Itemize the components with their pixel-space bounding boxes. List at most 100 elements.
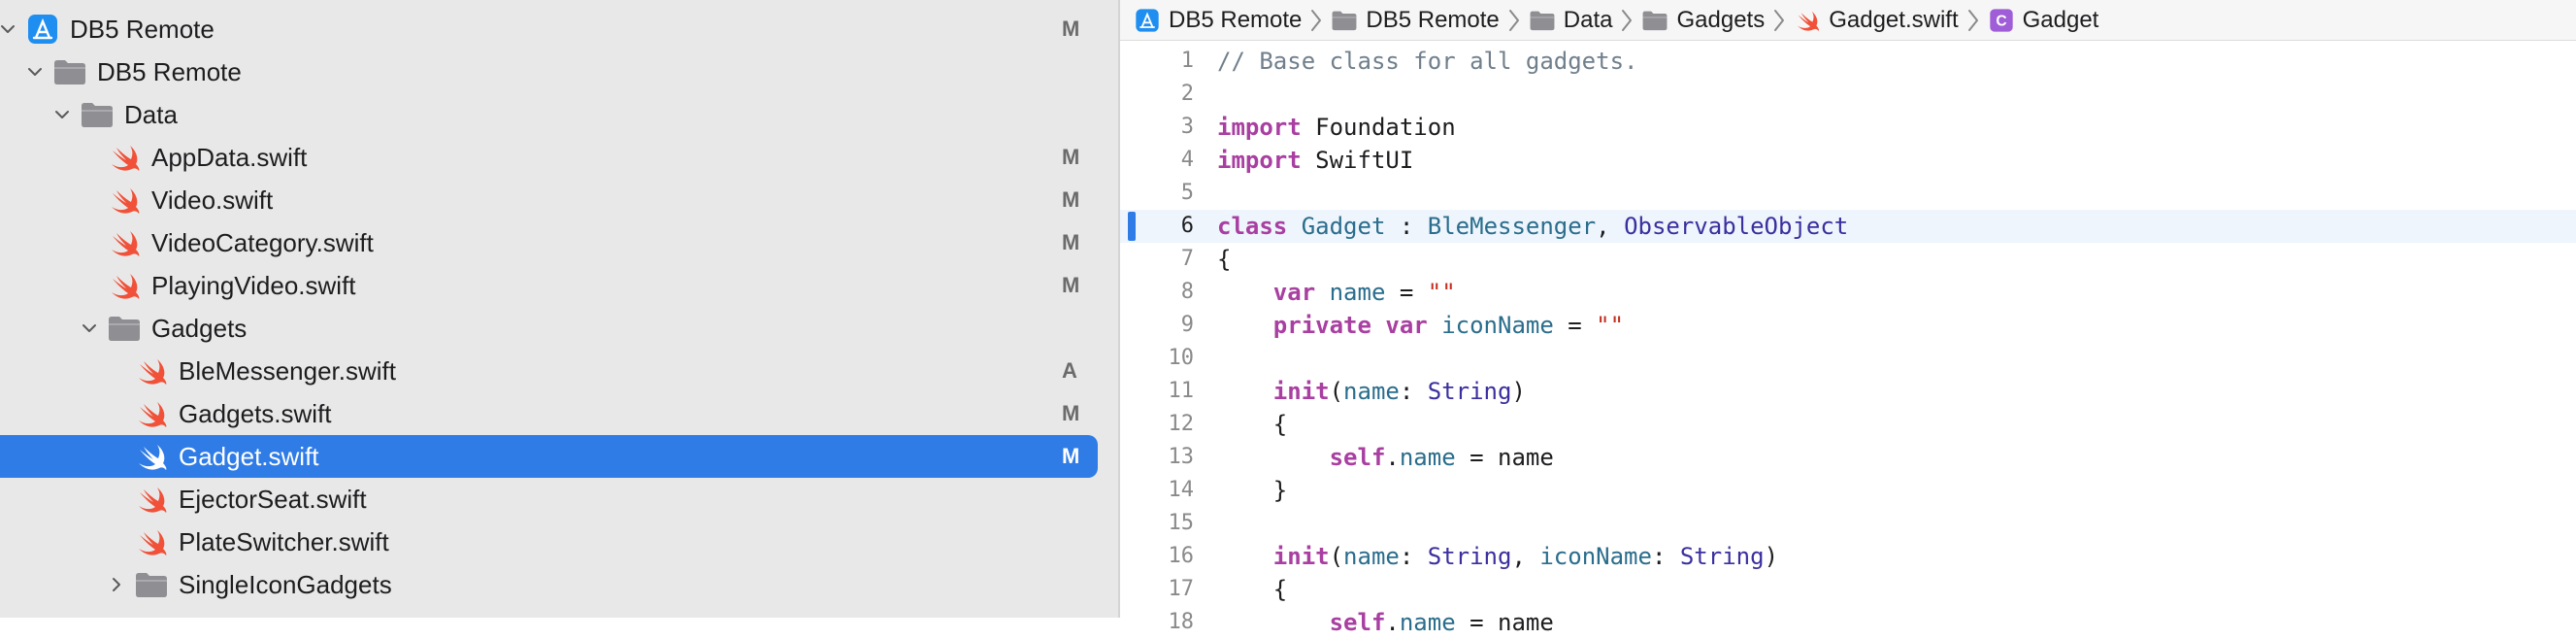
chevron-down-icon[interactable] (27, 64, 43, 80)
code-token-plain: { (1217, 411, 1288, 438)
line-number: 3 (1180, 115, 1194, 139)
chevron-down-icon[interactable] (82, 320, 97, 336)
code-token-plain (1217, 444, 1330, 471)
code-line[interactable]: 14 } (1120, 474, 2576, 507)
code-token-plain (1315, 279, 1329, 306)
code-text: private var iconName = "" (1217, 309, 1624, 342)
line-number: 11 (1168, 379, 1195, 403)
line-number: 7 (1180, 247, 1194, 271)
swift-file-icon (134, 485, 169, 514)
code-token-plain: , (1596, 213, 1625, 240)
pane-divider[interactable] (1118, 0, 1120, 618)
navigator-row[interactable]: PlateSwitcher.swift (0, 521, 1118, 563)
navigator-row[interactable]: Data (0, 93, 1118, 136)
breadcrumb-item[interactable]: Gadgets (1641, 7, 1765, 34)
chevron-down-icon[interactable] (0, 21, 16, 37)
code-token-kw: init (1272, 543, 1330, 570)
code-token-plain: : (1385, 213, 1428, 240)
folder-icon (80, 100, 115, 129)
code-line[interactable]: 7{ (1120, 243, 2576, 276)
chevron-spacer (82, 150, 97, 165)
code-line[interactable]: 2 (1120, 78, 2576, 111)
code-line[interactable]: 13 self.name = name (1120, 441, 2576, 474)
chevron-spacer (82, 278, 97, 293)
code-token-plain: Foundation (1301, 114, 1456, 141)
code-token-ident: iconName (1441, 312, 1554, 339)
app-icon (1134, 8, 1161, 33)
code-line[interactable]: 17 { (1120, 573, 2576, 606)
code-line[interactable]: 16 init(name: String, iconName: String) (1120, 540, 2576, 573)
jump-bar: DB5 Remote DB5 Remote Data Gadgets Gadget.sw… (1120, 0, 2576, 41)
source-control-status: M (1062, 230, 1080, 254)
breadcrumb-item[interactable]: DB5 Remote (1134, 7, 1302, 34)
swift-file-icon (107, 143, 142, 172)
navigator-row[interactable]: DB5 Remote (0, 50, 1118, 93)
folder-icon (1641, 8, 1668, 33)
chevron-down-icon[interactable] (54, 107, 70, 122)
code-token-plain (1428, 312, 1441, 339)
line-number: 17 (1168, 577, 1195, 601)
code-token-ident: iconName (1539, 543, 1652, 570)
breadcrumb-label: Gadget (2022, 6, 2099, 33)
code-token-cmt: // Base class for all gadgets. (1217, 48, 1638, 75)
navigator-row-label: PlateSwitcher.swift (179, 526, 389, 556)
code-line[interactable]: 10 (1120, 342, 2576, 375)
code-text: // Base class for all gadgets. (1217, 45, 1637, 78)
code-token-plain: { (1217, 246, 1232, 273)
folder-icon (1331, 8, 1358, 33)
swift-file-icon (107, 185, 142, 215)
navigator-row[interactable]: SingleIconGadgets (0, 563, 1118, 606)
swift-file-icon (1794, 8, 1821, 33)
code-line[interactable]: 8 var name = "" (1120, 276, 2576, 309)
code-line[interactable]: 18 self.name = name (1120, 606, 2576, 639)
source-editor[interactable]: DB5 Remote DB5 Remote Data Gadgets Gadget.sw… (1120, 0, 2576, 636)
code-token-plain: } (1217, 477, 1288, 504)
code-line[interactable]: 9 private var iconName = "" (1120, 309, 2576, 342)
code-line[interactable]: 15 (1120, 507, 2576, 540)
code-token-kw: var (1272, 279, 1316, 306)
code-line[interactable]: 12 { (1120, 408, 2576, 441)
swift-file-icon (134, 399, 169, 428)
app-icon (25, 15, 60, 44)
breadcrumb-item[interactable]: Data (1529, 7, 1612, 34)
code-text: class Gadget : BleMessenger, ObservableO… (1217, 210, 1848, 243)
code-token-plain: = (1553, 312, 1597, 339)
navigator-row-label: DB5 Remote (70, 14, 215, 44)
swift-file-icon (134, 356, 169, 386)
breadcrumb-label: DB5 Remote (1366, 6, 1500, 33)
line-number: 10 (1168, 346, 1195, 370)
navigator-row[interactable]: EjectorSeat.swift (0, 478, 1118, 521)
breadcrumb-item[interactable]: DB5 Remote (1331, 6, 1500, 34)
code-token-plain (1287, 213, 1301, 240)
swift-file-icon (134, 527, 169, 556)
chevron-right-icon[interactable] (109, 577, 124, 592)
breadcrumb-item[interactable]: Gadget.swift (1794, 6, 1959, 34)
change-indicator[interactable] (1128, 212, 1136, 241)
code-line[interactable]: 11 init(name: String) (1120, 375, 2576, 408)
navigator-row[interactable]: Gadgets (0, 307, 1118, 350)
code-line[interactable]: 5 (1120, 177, 2576, 210)
code-text: { (1217, 573, 1287, 606)
code-token-plain: . (1385, 609, 1400, 636)
navigator-row-label: SingleIconGadgets (179, 569, 392, 599)
code-line[interactable]: 1// Base class for all gadgets. (1120, 45, 2576, 78)
breadcrumb-label: Gadget.swift (1829, 6, 1959, 33)
code-token-kw: class (1217, 213, 1288, 240)
navigator-row-label: Gadgets.swift (179, 398, 332, 428)
code-token-plain: : (1651, 543, 1680, 570)
line-number: 16 (1168, 544, 1195, 568)
chevron-spacer (109, 449, 124, 464)
